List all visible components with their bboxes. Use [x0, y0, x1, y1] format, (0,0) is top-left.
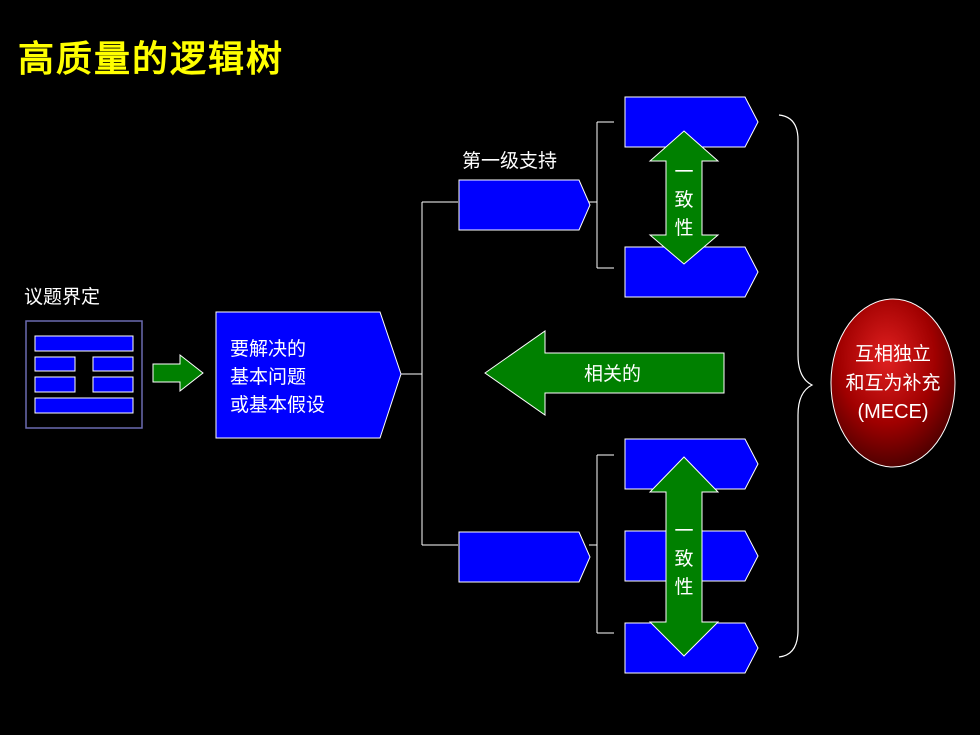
main-question-line-2: 基本问题 [230, 366, 306, 388]
consistency-bottom-char-2: 致 [674, 548, 693, 570]
issue-icon [25, 320, 143, 429]
mece-line-1: 互相独立 [854, 343, 931, 365]
consistency-bottom-char-3: 性 [674, 576, 693, 598]
main-question-line-3: 或基本假设 [230, 394, 325, 416]
level1-support-label: 第一级支持 [462, 150, 558, 172]
mece-label: 互相独立 和互为补充 (MECE) [826, 340, 960, 427]
consistency-arrow-top [648, 130, 720, 265]
related-arrow [484, 330, 725, 416]
issue-definition-label: 议题界定 [24, 286, 101, 308]
level1-box-bottom [458, 531, 591, 583]
related-label: 相关的 [584, 363, 641, 385]
consistency-top-char-1: 一 [674, 161, 693, 183]
page-title: 高质量的逻辑树 [18, 38, 285, 80]
level1-box-top [458, 179, 591, 231]
level2-box-1 [624, 96, 759, 148]
consistency-top-char-3: 性 [674, 217, 693, 239]
mece-ellipse [830, 298, 956, 468]
consistency-bottom-char-1: 一 [674, 520, 693, 542]
consistency-top-char-2: 致 [674, 189, 693, 211]
main-question-box [215, 311, 402, 439]
level2-box-3 [624, 438, 759, 490]
mece-line-3: (MECE) [857, 401, 929, 423]
consistency-arrow-bottom [648, 456, 720, 657]
mece-line-2: 和互为补充 [845, 372, 941, 394]
small-right-arrow [152, 353, 204, 393]
main-question-line-1: 要解决的 [230, 338, 306, 360]
tree-connectors [401, 121, 614, 634]
level2-box-2 [624, 246, 759, 298]
curly-brace [778, 114, 814, 658]
